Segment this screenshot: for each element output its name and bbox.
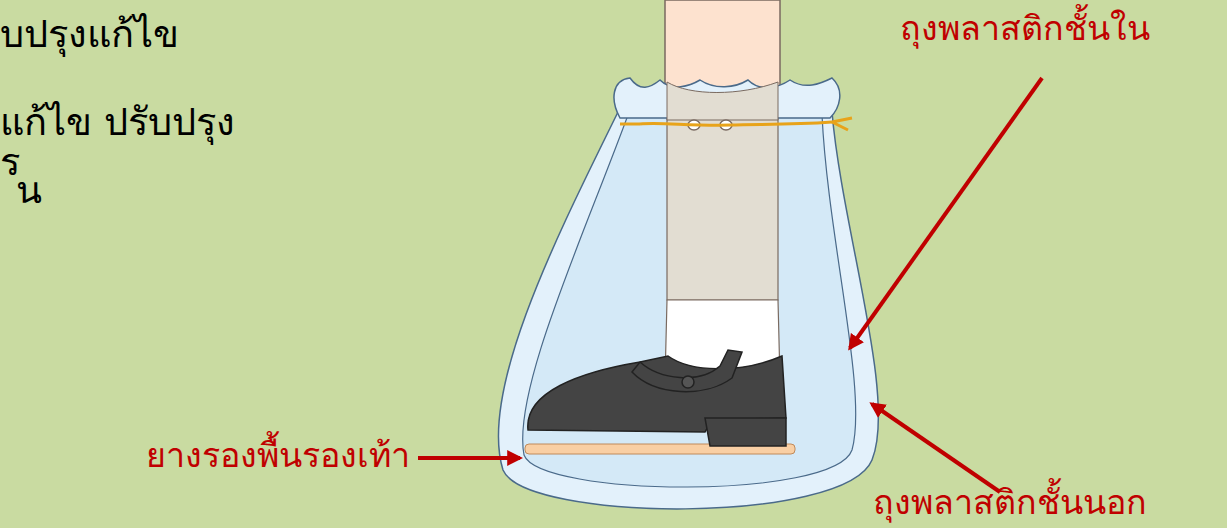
part-label: ยางรองพื้นรองเท้า (146, 435, 410, 476)
drawstring-end (620, 118, 852, 130)
slide-text: แก้ไข ปรับปรุง (0, 100, 235, 146)
shoe-button (682, 376, 694, 388)
drawstring (640, 122, 832, 125)
leader-arrow (418, 456, 520, 460)
part-label: ถุงพลาสติกชั้นใน (900, 8, 1150, 49)
shoe-strap (632, 350, 742, 392)
slide-text: บปรุงแก้ไข (0, 12, 179, 58)
leader-arrow (872, 404, 1000, 492)
slide-text: น (16, 168, 42, 214)
sock-upper (667, 100, 778, 300)
shoe-heel (705, 418, 786, 446)
leader-arrow (850, 78, 1042, 348)
sock-top (667, 82, 778, 120)
part-label: ถุงพลาสติกชั้นนอก (873, 482, 1147, 523)
leg (665, 0, 780, 120)
